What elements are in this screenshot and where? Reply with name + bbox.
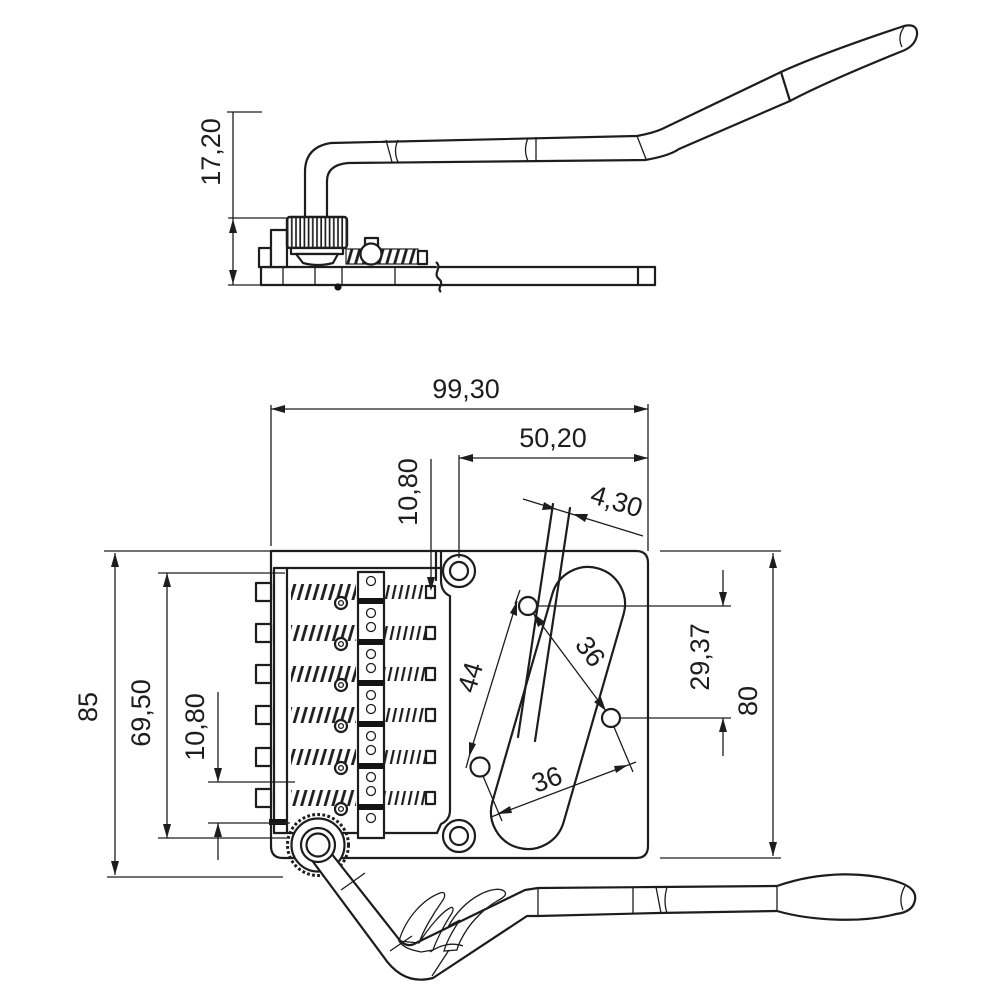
dim-label-10-80-top: 10,80 — [393, 458, 423, 526]
dimension-first-string-inset: 10,80 — [393, 458, 435, 591]
saddle-row — [291, 707, 437, 734]
dimension-saddle-plate-length: 69,50 — [126, 572, 287, 839]
saddle-block-column — [356, 570, 386, 840]
dimension-plate-width-left: 85 — [73, 550, 283, 878]
dimension-arm-stack-height: 17,20 — [196, 111, 287, 286]
slot-lines — [516, 502, 572, 743]
pickup-cutout — [489, 565, 627, 851]
arm-logo — [397, 888, 507, 953]
arm-handle-side — [779, 24, 919, 103]
plan-view: 99,30 50,20 10,80 85 69,50 — [73, 374, 917, 981]
dimension-last-string-inset: 10,80 — [180, 692, 295, 860]
saddle-row — [291, 749, 437, 776]
dimension-plate-width-right: 80 — [660, 550, 781, 859]
tremolo-arm-plan — [309, 851, 917, 981]
left-bracket-side — [257, 228, 289, 269]
dim-label-10-80-bottom: 10,80 — [180, 693, 210, 761]
dim-label-80: 80 — [733, 686, 763, 716]
dim-label-99-30: 99,30 — [432, 374, 500, 404]
dimension-slot-width: 4,30 — [522, 479, 646, 537]
base-plate-side — [259, 261, 657, 293]
dim-label-85: 85 — [73, 692, 103, 722]
saddle-row — [291, 584, 437, 611]
saddle-springs — [291, 584, 437, 817]
dim-label-50-20: 50,20 — [519, 423, 587, 453]
screw-tip-dot — [334, 283, 342, 291]
knob-inner-rings — [299, 826, 337, 864]
dim-label-29-37: 29,37 — [685, 623, 715, 691]
dim-label-69-50: 69,50 — [126, 679, 156, 747]
knurled-knob-side — [285, 215, 349, 267]
tremolo-arm-side — [303, 24, 919, 219]
dim-label-17-20: 17,20 — [196, 118, 226, 186]
saddle-row — [291, 666, 437, 693]
mounting-tabs — [254, 581, 273, 809]
tension-spring-side — [345, 236, 429, 266]
dimension-pickup-vertical-offset: 29,37 — [537, 570, 731, 756]
side-view: 17,20 — [196, 24, 919, 293]
dimension-plate-length: 99,30 — [270, 374, 649, 551]
pickup-mounting-holes — [469, 595, 622, 778]
dimension-hole-to-edge: 50,20 — [458, 423, 648, 558]
saddle-row — [291, 625, 437, 652]
mounting-screw-holes — [441, 553, 477, 854]
saddle-row — [291, 790, 437, 817]
